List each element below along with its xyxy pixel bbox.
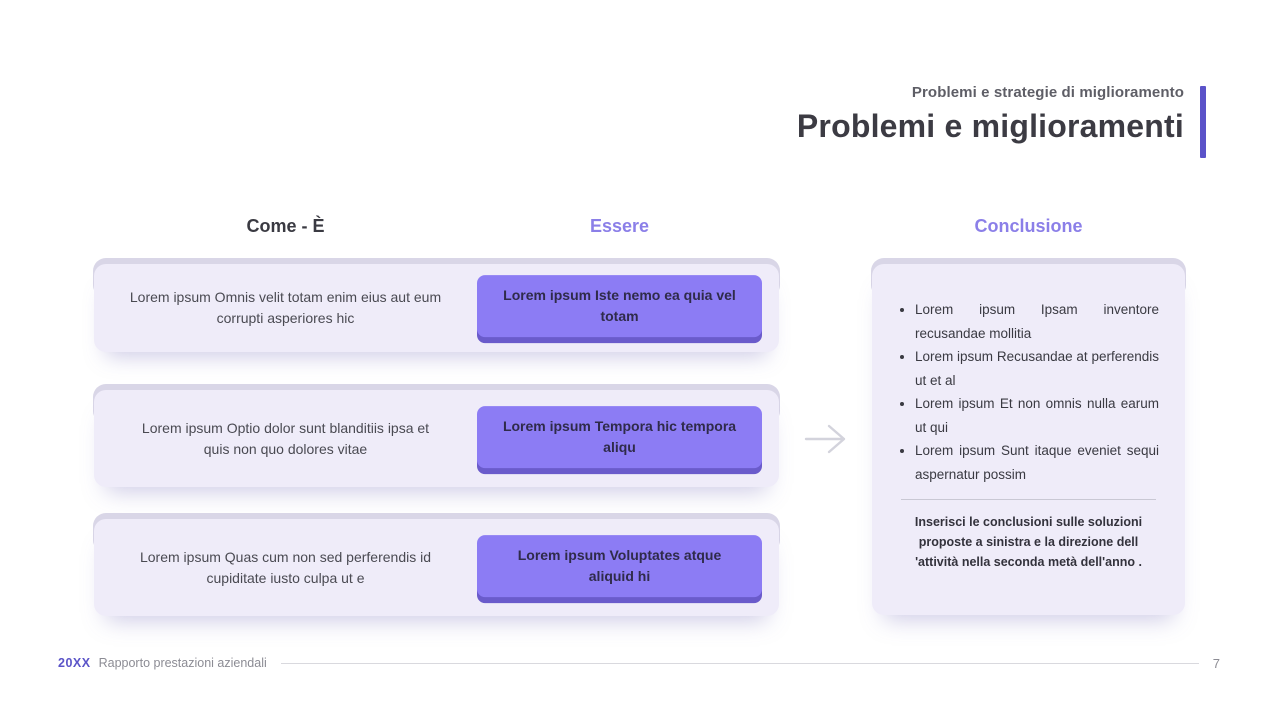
conclusion-bullet: Lorem ipsum Sunt itaque eveniet sequi as…	[915, 439, 1159, 486]
conclusion-note: Inserisci le conclusioni sulle soluzioni…	[914, 515, 1143, 569]
conclusion-bullet: Lorem ipsum Et non omnis nulla earum ut …	[915, 392, 1159, 439]
problem-text-1: Lorem ipsum Omnis velit totam enim eius …	[129, 289, 442, 326]
conclusion-card: Lorem ipsum Ipsam inventore recusandae m…	[872, 264, 1185, 615]
conclusion-bullet: Lorem ipsum Ipsam inventore recusandae m…	[915, 298, 1159, 345]
column-header-come-e: Come - È	[246, 216, 325, 236]
slide-subtitle: Problemi e strategie di miglioramento	[911, 84, 1184, 101]
problem-row-1: Lorem ipsum Omnis velit totam enim eius …	[93, 258, 780, 352]
header: Problemi e strategie di miglioramento Pr…	[797, 84, 1184, 145]
column-header-essere: Essere	[589, 216, 650, 236]
accent-bar	[1200, 86, 1206, 158]
solution-button-3[interactable]: Lorem ipsum Voluptates atque aliquid hi	[477, 534, 762, 597]
problem-card-1: Lorem ipsum Omnis velit totam enim eius …	[94, 264, 779, 352]
conclusion-bullet: Lorem ipsum Recusandae at perferendis ut…	[915, 345, 1159, 392]
footer-label: Rapporto prestazioni aziendali	[98, 656, 267, 670]
problem-text-3: Lorem ipsum Quas cum non sed perferendis…	[139, 548, 432, 586]
page-title: Problemi e miglioramenti	[796, 108, 1184, 144]
conclusion-panel: Lorem ipsum Ipsam inventore recusandae m…	[871, 258, 1186, 615]
problem-row-2: Lorem ipsum Optio dolor sunt blanditiis …	[93, 384, 780, 487]
problem-card-3: Lorem ipsum Quas cum non sed perferendis…	[94, 519, 779, 616]
solution-button-1[interactable]: Lorem ipsum Iste nemo ea quia vel totam	[477, 275, 762, 338]
problem-text-2: Lorem ipsum Optio dolor sunt blanditiis …	[141, 419, 430, 457]
problem-card-2: Lorem ipsum Optio dolor sunt blanditiis …	[94, 390, 779, 487]
right-arrow-icon	[804, 424, 846, 454]
footer: 20XX Rapporto prestazioni aziendali 7	[58, 655, 1220, 671]
footer-divider-line	[280, 662, 1199, 664]
page-number: 7	[1212, 655, 1220, 671]
conclusion-divider	[901, 499, 1156, 500]
footer-year: 20XX	[58, 656, 91, 670]
problem-row-3: Lorem ipsum Quas cum non sed perferendis…	[93, 513, 780, 616]
column-header-conclusione: Conclusione	[974, 216, 1083, 236]
conclusion-bullet-list: Lorem ipsum Ipsam inventore recusandae m…	[898, 298, 1159, 486]
solution-button-2[interactable]: Lorem ipsum Tempora hic tempora aliqu	[477, 405, 762, 468]
